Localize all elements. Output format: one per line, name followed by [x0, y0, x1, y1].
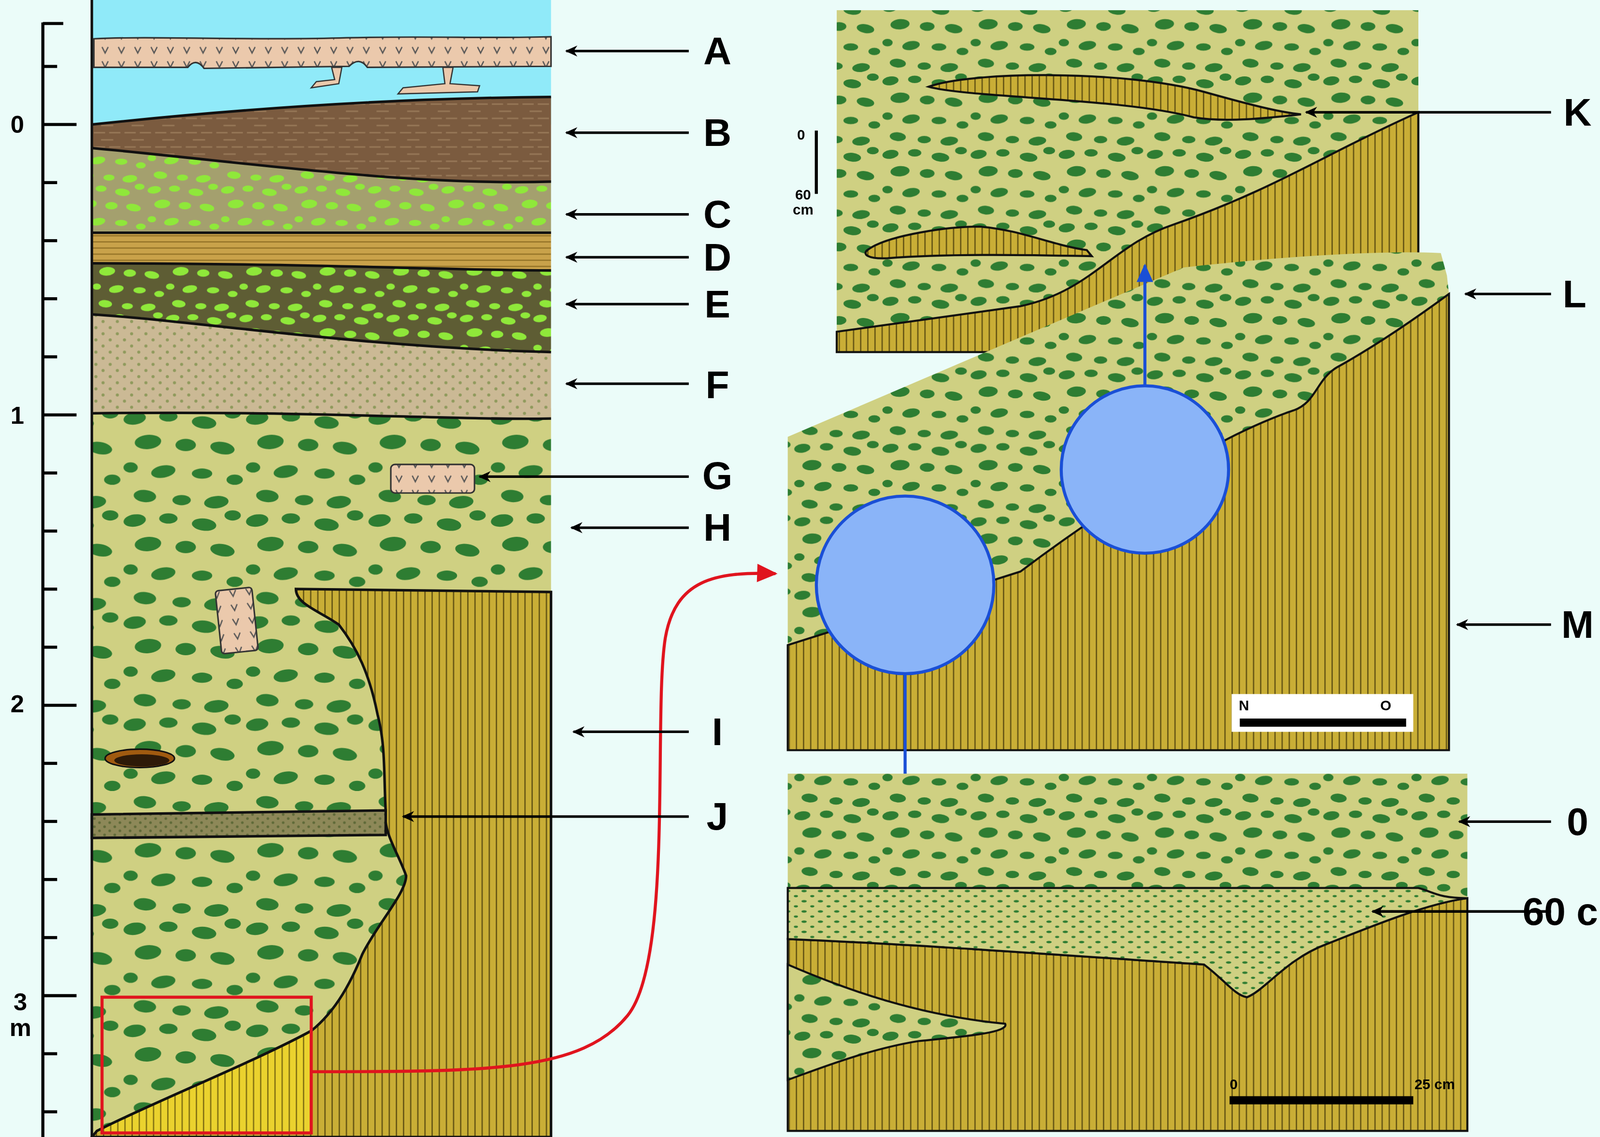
layer-letter: M [1561, 605, 1594, 644]
axis-tick [42, 761, 58, 765]
axis-tick [42, 529, 58, 533]
scale-label: 60 cm [792, 186, 814, 217]
layer-o [787, 887, 1468, 998]
scale-bar [1239, 718, 1406, 727]
layer-letter: J [706, 797, 729, 836]
column-edge [90, 0, 93, 1137]
layer-a [93, 36, 551, 69]
layer-letter: A [703, 31, 732, 71]
layer-letter: 0 [1566, 801, 1589, 841]
lens-k [928, 74, 1301, 120]
zoom-arrow [1143, 265, 1147, 386]
axis-tick [42, 1052, 58, 1056]
axis-number: 0 [10, 112, 25, 137]
inset-ground [787, 252, 1450, 750]
layer-boundaries [91, 97, 552, 419]
axis-number: 2 [10, 691, 25, 717]
axis-tick [42, 181, 58, 185]
layer-letter: I [712, 712, 723, 751]
axis-tick [42, 703, 77, 707]
layer-letter: E [704, 284, 731, 324]
layer-letter: B [703, 113, 732, 152]
layer-c [91, 147, 552, 233]
axis-tick [42, 21, 64, 25]
axis-tick [42, 935, 58, 939]
layer-h [91, 408, 552, 1137]
axis-tick [42, 645, 58, 649]
clast [214, 586, 258, 654]
axis-tick [42, 877, 58, 881]
root-cast [398, 67, 480, 94]
detail-frame [101, 997, 312, 1133]
scale-label: 25 cm [1414, 1076, 1456, 1091]
layer-letter: D [703, 237, 732, 277]
clast-g [390, 464, 475, 493]
lens [865, 226, 1093, 259]
scale-box [1231, 693, 1414, 732]
layer-d [91, 232, 552, 271]
scale-bar [814, 130, 818, 194]
axis-tick [42, 819, 58, 823]
scale-label: O [1380, 698, 1392, 713]
charcoal-lens [105, 748, 175, 768]
axis-number: 1 [10, 402, 25, 428]
axis-tick [42, 1110, 58, 1114]
layer-letter: L [1562, 274, 1587, 314]
zoom-circle [816, 496, 995, 674]
depth-axis [42, 22, 77, 1137]
axis-tick [42, 123, 77, 127]
layer-letter: 60 cm [1522, 891, 1600, 931]
layer-letter: C [703, 194, 732, 234]
scale-bar [1229, 1096, 1414, 1105]
scale-label: N [1238, 698, 1249, 713]
leader-lines [402, 51, 1551, 912]
axis-tick [42, 355, 58, 358]
axis-tick [42, 239, 58, 243]
layer-j [91, 810, 386, 838]
detail-pointer [311, 573, 776, 1072]
axis-tick [42, 413, 77, 416]
axis-tick [42, 64, 58, 68]
gravel-tongue [787, 964, 1006, 1080]
zoom-circle [1061, 385, 1229, 553]
layer-letter: K [1563, 92, 1592, 132]
scale-label: 0 [1229, 1076, 1238, 1091]
layer-letter: H [703, 508, 732, 547]
axis-tick [42, 993, 77, 997]
charcoal-lens [114, 754, 170, 767]
layer-letter: G [702, 456, 733, 495]
layer-i [91, 588, 552, 1137]
axis-tick [42, 587, 58, 591]
axis-tick [42, 297, 58, 300]
scale-label: 0 [797, 127, 805, 143]
inset-ground [787, 773, 1468, 1131]
axis-number: 3 m [9, 988, 32, 1040]
root-cast [311, 67, 342, 88]
axis-tick [42, 471, 58, 475]
layer-f [91, 314, 552, 419]
layer-m [787, 293, 1450, 750]
highlight-zone [101, 997, 312, 1133]
layer-letter: F [705, 365, 729, 404]
